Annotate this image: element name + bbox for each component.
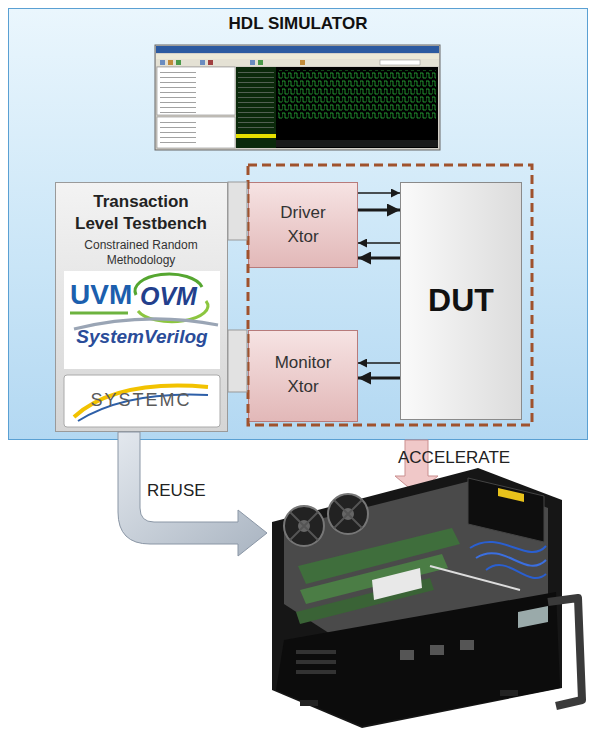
emulator-hardware — [272, 468, 582, 728]
status-display — [518, 606, 548, 628]
chassis-foot — [300, 700, 318, 706]
front-panel — [276, 592, 560, 726]
front-vent — [296, 650, 336, 654]
box-title: Transaction Level Testbench — [71, 191, 211, 235]
front-vent — [296, 670, 336, 674]
chassis-foot — [500, 690, 518, 696]
fan-hub — [298, 520, 310, 532]
chassis-interior — [284, 480, 548, 648]
fan-hub — [342, 508, 354, 520]
simulator-frame: HDL SIMULATOR Transaction Level Testbenc… — [8, 8, 588, 440]
arrow-label: ACCELERATE — [398, 448, 510, 468]
front-connector — [430, 645, 444, 655]
cable — [470, 542, 546, 552]
board-card — [372, 568, 422, 600]
box-label: Monitor Xtor — [263, 351, 343, 399]
circuit-board — [298, 528, 460, 584]
cable — [476, 553, 546, 566]
fan-blades — [334, 500, 362, 528]
systemc-logo: SYSTEMC — [63, 389, 219, 411]
box-label: Driver Xtor — [267, 201, 339, 249]
systemverilog-logo: SystemVerilog — [64, 326, 220, 348]
fan-blades — [290, 512, 318, 540]
front-vent — [296, 660, 336, 664]
frame-title: HDL SIMULATOR — [9, 14, 587, 34]
testbench-box: Transaction Level TestbenchConstrained R… — [55, 182, 228, 432]
systemc-panel — [64, 375, 220, 427]
power-supply — [468, 478, 544, 542]
dut-box: DUT — [400, 182, 522, 420]
carry-handle — [548, 598, 582, 706]
logo-panel — [64, 271, 220, 369]
psu-label — [498, 488, 524, 502]
box-subtitle: Constrained Random Methodology — [71, 238, 211, 268]
transactor-box: Monitor Xtor — [248, 330, 358, 422]
ribbon-cable — [430, 566, 520, 590]
chassis-body — [272, 468, 562, 728]
fan — [328, 494, 368, 534]
reuse-arrow — [118, 432, 267, 556]
front-connector — [400, 650, 414, 660]
cable — [486, 565, 546, 578]
transactor-box: Driver Xtor — [248, 182, 358, 268]
front-connector — [460, 640, 474, 650]
uvm-logo: UVM — [70, 279, 140, 311]
circuit-board — [296, 578, 434, 624]
ovm-logo: OVM — [140, 282, 210, 310]
box-label: DUT — [401, 281, 521, 319]
uvm-bar — [70, 312, 128, 315]
arrow-label: REUSE — [147, 481, 206, 501]
circuit-board — [300, 554, 448, 604]
fan — [284, 506, 324, 546]
